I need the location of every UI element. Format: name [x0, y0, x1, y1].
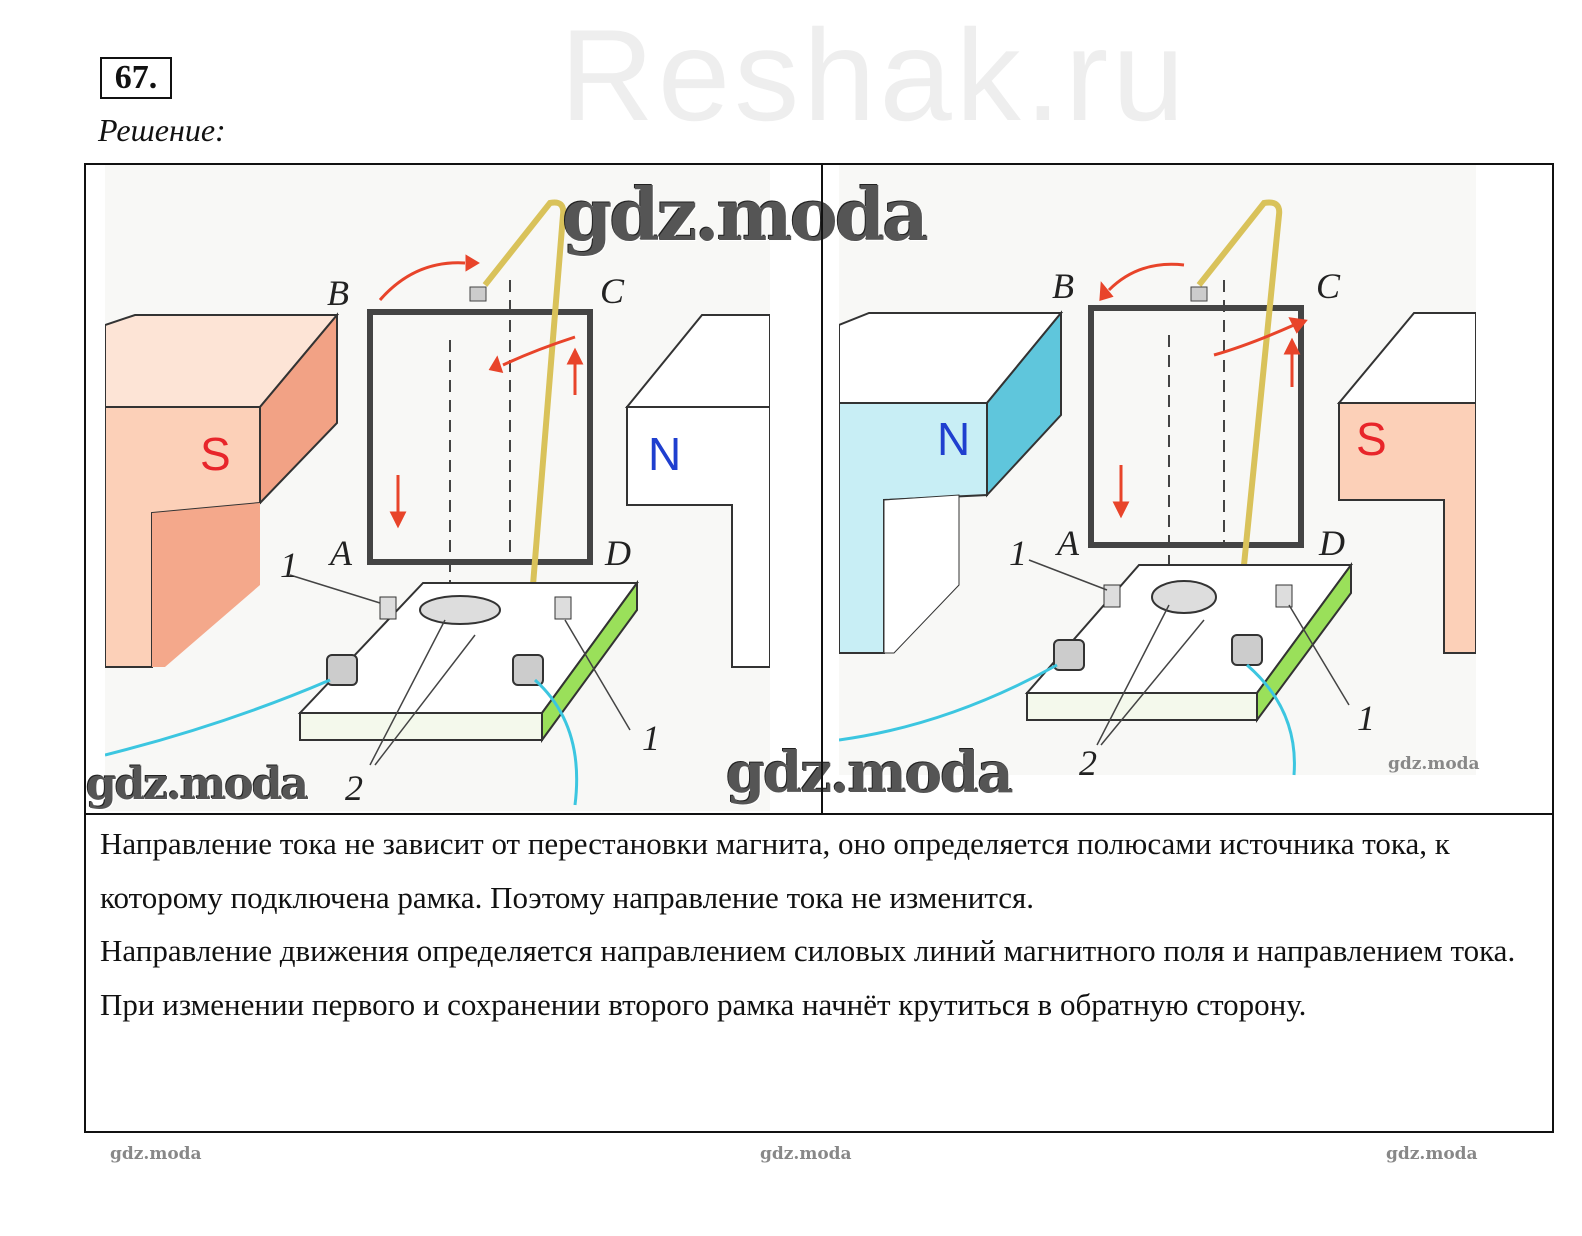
- watermark-small: gdz.moda: [110, 1144, 202, 1164]
- base: [839, 559, 1353, 776]
- figure-motor-n-left: N S: [839, 165, 1476, 783]
- label-1-right: 1: [642, 718, 660, 758]
- pole-label-n: N: [648, 428, 681, 480]
- watermark-small: gdz.moda: [1386, 1144, 1478, 1164]
- pole-label-s: S: [1356, 413, 1387, 465]
- pole-label-n: N: [937, 413, 970, 465]
- pole-label-s: S: [200, 428, 231, 480]
- figure-motor-s-left: S N: [105, 165, 770, 811]
- watermark-bottom-left: gdz.moda: [86, 759, 309, 810]
- magnet-north: N: [624, 314, 770, 668]
- task-number: 67.: [100, 57, 172, 99]
- row-divider: [86, 813, 1552, 815]
- watermark-bottom-center: gdz.moda: [726, 740, 1014, 806]
- magnet-south: S: [105, 312, 340, 668]
- label-a: A: [328, 533, 353, 573]
- frame: [367, 199, 593, 586]
- solution-table: S N: [84, 163, 1554, 1133]
- paragraph-motion-direction: Направление движения определяется направ…: [100, 933, 1516, 1022]
- watermark-top: gdz.moda: [562, 172, 929, 257]
- label-d: D: [604, 533, 631, 573]
- watermark-small: gdz.moda: [760, 1144, 852, 1164]
- label-2: 2: [345, 768, 363, 808]
- frame: [1088, 199, 1304, 566]
- magnet-south: S: [1336, 312, 1476, 654]
- label-1-left: 1: [1009, 533, 1027, 573]
- solution-text: Направление тока не зависит от перестано…: [100, 817, 1540, 1031]
- label-b: B: [1052, 266, 1074, 306]
- label-a: A: [1055, 523, 1080, 563]
- magnet-north: N: [839, 310, 1064, 654]
- label-2: 2: [1079, 743, 1097, 783]
- label-b: B: [327, 273, 349, 313]
- solution-label: Решение:: [98, 112, 226, 148]
- label-d: D: [1318, 523, 1345, 563]
- current-arrows: [1099, 262, 1308, 519]
- watermark-faint: Reshak.ru: [560, 2, 1189, 148]
- base: [105, 574, 639, 806]
- watermark-small: gdz.moda: [1388, 754, 1480, 774]
- label-c: C: [1316, 266, 1341, 306]
- column-divider: [821, 165, 823, 813]
- current-arrows: [378, 254, 584, 529]
- paragraph-current-direction: Направление тока не зависит от перестано…: [100, 826, 1450, 915]
- label-1-left: 1: [280, 545, 298, 585]
- label-c: C: [600, 271, 625, 311]
- label-1-right: 1: [1357, 698, 1375, 738]
